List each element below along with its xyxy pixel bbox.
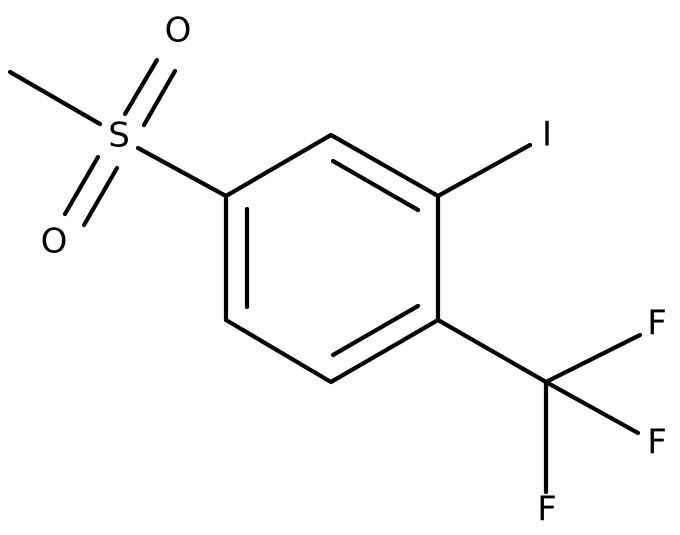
- bond-c1-s: [135, 145, 229, 199]
- bond-s-o-top-a: [122, 57, 160, 117]
- atom-label-o-bottom: O: [41, 222, 68, 262]
- bond-s-o-bottom-b: [81, 165, 120, 228]
- ring-bond-c2-c3-inner: [330, 158, 421, 213]
- atom-label-i: I: [542, 115, 552, 155]
- ring-bond-c2-c3: [328, 132, 441, 199]
- ring-bond-c4-c5-inner: [330, 303, 421, 358]
- ring-bond-c1-c2: [223, 132, 334, 199]
- bond-s-methyl: [7, 69, 103, 127]
- bond-s-o-bottom-a: [62, 154, 101, 217]
- atom-label-f-lower: F: [537, 490, 557, 530]
- ring-bond-c5-c6: [223, 317, 334, 385]
- bond-s-o-top-b: [141, 68, 178, 128]
- bond-c4-cf3: [435, 317, 549, 385]
- ring-bond-c4-c5: [328, 317, 441, 385]
- atom-label-s: S: [108, 116, 130, 156]
- atom-label-o-top: O: [165, 11, 192, 51]
- atom-label-f-middle: F: [647, 423, 667, 463]
- atom-label-f-upper: F: [647, 304, 667, 344]
- bond-cf3-f-upper: [543, 332, 643, 385]
- bond-c3-i: [435, 142, 533, 199]
- bond-cf3-f-middle: [543, 379, 641, 436]
